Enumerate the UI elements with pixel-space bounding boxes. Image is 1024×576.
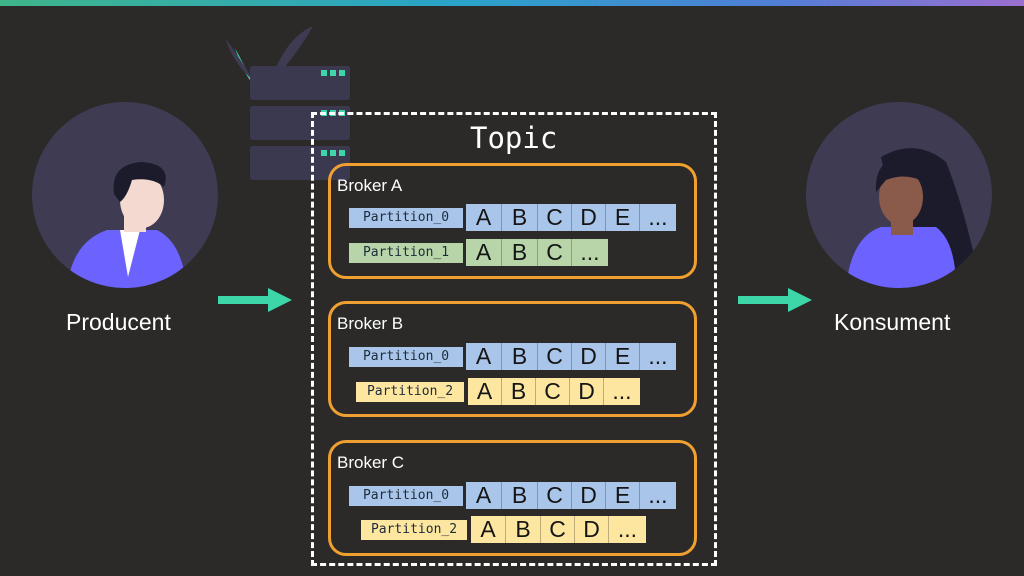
message-cell: B bbox=[502, 482, 538, 509]
partition-label: Partition_0 bbox=[349, 347, 463, 367]
message-cell: D bbox=[575, 516, 609, 543]
message-cell: E bbox=[606, 482, 640, 509]
partition-row: A B C ... bbox=[466, 239, 608, 266]
broker-b-name: Broker B bbox=[337, 314, 404, 333]
message-cell: C bbox=[538, 204, 572, 231]
broker-a-box bbox=[328, 163, 697, 279]
message-cell: C bbox=[541, 516, 575, 543]
message-cell: B bbox=[506, 516, 541, 543]
message-cell: E bbox=[606, 204, 640, 231]
message-cell: B bbox=[502, 343, 538, 370]
producer-label: Producent bbox=[66, 309, 171, 335]
message-cell: C bbox=[538, 239, 572, 266]
message-cell: A bbox=[468, 378, 502, 405]
partition-label: Partition_1 bbox=[349, 243, 463, 263]
message-cell: A bbox=[466, 239, 502, 266]
message-cell: ... bbox=[609, 516, 646, 543]
broker-c-name: Broker C bbox=[337, 453, 405, 472]
partition-label: Partition_2 bbox=[361, 520, 467, 540]
message-cell: A bbox=[471, 516, 506, 543]
topic-container bbox=[311, 112, 717, 566]
consumer-label: Konsument bbox=[834, 309, 951, 335]
woman-avatar-icon bbox=[846, 148, 981, 288]
message-cell: A bbox=[466, 343, 502, 370]
message-cell: B bbox=[502, 378, 536, 405]
partition-row: A B C D E ... bbox=[466, 343, 676, 370]
message-cell: E bbox=[606, 343, 640, 370]
message-cell: D bbox=[572, 204, 606, 231]
broker-b-box bbox=[328, 301, 697, 417]
broker-c-box bbox=[328, 440, 697, 556]
message-cell: D bbox=[572, 343, 606, 370]
arrow-right-icon bbox=[738, 288, 812, 312]
plant-leaf-back bbox=[225, 38, 253, 80]
partition-label: Partition_0 bbox=[349, 486, 463, 506]
message-cell: ... bbox=[640, 343, 676, 370]
message-cell: D bbox=[570, 378, 604, 405]
topic-title: Topic bbox=[470, 121, 558, 155]
partition-row: A B C D E ... bbox=[466, 204, 676, 231]
partition-row: A B C D ... bbox=[471, 516, 646, 543]
broker-a-name: Broker A bbox=[337, 176, 403, 195]
message-cell: ... bbox=[640, 482, 676, 509]
partition-row: A B C D ... bbox=[468, 378, 640, 405]
message-cell: B bbox=[502, 239, 538, 266]
message-cell: C bbox=[538, 343, 572, 370]
partition-label: Partition_0 bbox=[349, 208, 463, 228]
arrow-right-icon bbox=[218, 288, 292, 312]
top-gradient-bar bbox=[0, 0, 1024, 6]
message-cell: A bbox=[466, 482, 502, 509]
message-cell: ... bbox=[604, 378, 640, 405]
message-cell: ... bbox=[572, 239, 608, 266]
producer-avatar bbox=[32, 102, 218, 288]
message-cell: B bbox=[502, 204, 538, 231]
message-cell: A bbox=[466, 204, 502, 231]
message-cell: C bbox=[538, 482, 572, 509]
message-cell: ... bbox=[640, 204, 676, 231]
partition-row: A B C D E ... bbox=[466, 482, 676, 509]
message-cell: C bbox=[536, 378, 570, 405]
partition-label: Partition_2 bbox=[356, 382, 464, 402]
man-avatar-icon bbox=[67, 162, 187, 288]
message-cell: D bbox=[572, 482, 606, 509]
consumer-avatar bbox=[806, 102, 992, 288]
